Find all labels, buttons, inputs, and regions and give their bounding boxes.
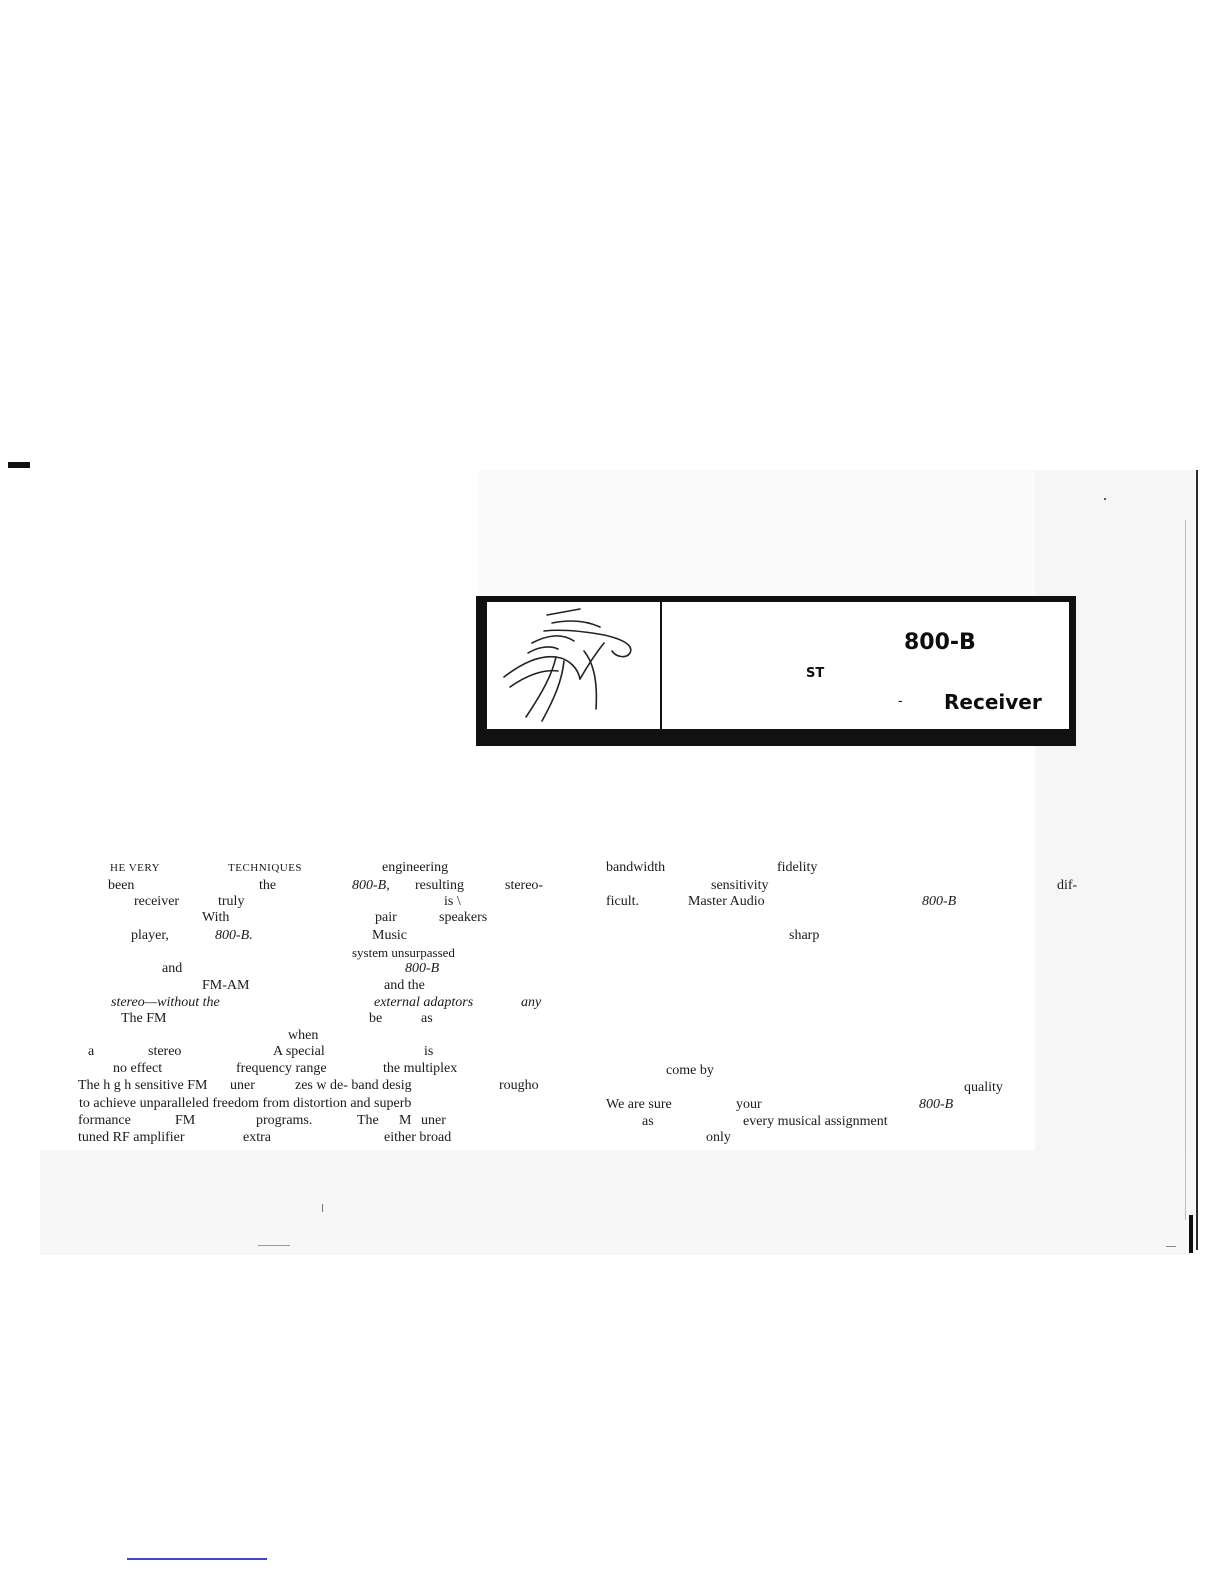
bird-logo-icon [503,608,632,722]
text-fragment: We are sure [606,1097,672,1112]
scan-shade-right [1035,470,1195,1250]
text-fragment: uner [421,1113,446,1128]
text-fragment: no effect [113,1061,163,1076]
scan-edge-line-faint [1185,520,1186,1220]
text-fragment: system unsurpassed [352,945,455,960]
text-fragment: dif- [1057,878,1078,893]
scan-speck [322,1204,323,1212]
text-fragment: your [736,1097,762,1112]
text-fragment: 800-B [405,961,440,976]
text-fragment: is [424,1044,434,1059]
text-fragment: TECHNIQUES [228,862,303,874]
text-fragment: the [259,878,277,893]
text-fragment: fidelity [777,860,818,875]
text-fragment: 800-B [919,1097,954,1112]
scan-speck [258,1245,290,1246]
banner-dash: - [898,694,903,709]
text-fragment: pair [375,910,397,925]
banner-receiver: Receiver [944,690,1042,714]
text-fragment: sharp [789,928,820,943]
scan-edge-line [1196,470,1198,1250]
text-fragment: Master Audio [688,894,765,909]
text-fragment: sensitivity [711,878,769,893]
text-fragment: speakers [439,910,488,925]
hyperlink-underline[interactable] [127,1558,267,1560]
text-fragment: The h g h sensitive FM [78,1078,208,1093]
scan-shade-bottom [40,1150,1190,1255]
text-fragment: to achieve unparalleled freedom from dis… [79,1096,412,1111]
text-fragment: 800-B. [215,928,253,943]
text-fragment: stereo- [505,878,544,893]
text-fragment: uner [230,1078,255,1093]
banner-model-number: 800-B [904,630,976,655]
text-fragment: either broad [384,1130,452,1145]
text-fragment: FM [175,1113,196,1128]
text-fragment: 800-B, [352,878,390,893]
text-fragment: the multiplex [383,1061,458,1076]
text-fragment: The FM [121,1011,167,1026]
text-fragment: FM-AM [202,978,250,993]
text-fragment: 800-B [922,894,957,909]
text-fragment: programs. [256,1113,313,1128]
text-fragment: M [399,1113,412,1128]
text-fragment: when [288,1028,319,1043]
text-fragment: a [88,1044,95,1059]
scan-speck [1166,1246,1176,1247]
text-fragment: rougho [499,1078,539,1093]
text-fragment: frequency range [236,1061,327,1076]
text-fragment: and the [384,978,425,993]
text-fragment: The [357,1113,379,1128]
text-fragment: been [108,878,135,893]
text-fragment: and [162,961,183,976]
scan-speck [1104,498,1106,500]
text-fragment: as [421,1011,433,1026]
text-fragment: truly [218,894,245,909]
text-fragment: quality [964,1080,1003,1095]
text-fragment: stereo [148,1044,182,1059]
scan-shade-top-right [478,470,1038,598]
text-fragment: formance [78,1113,131,1128]
text-fragment: receiver [134,894,180,909]
scan-edge-line-thick [1189,1215,1193,1253]
text-fragment: external adaptors [374,995,474,1010]
banner-panel [487,602,1069,729]
text-fragment: HE VERY [110,862,161,874]
text-fragment: bandwidth [606,860,666,875]
text-fragment: every musical assignment [743,1114,888,1129]
text-fragment: only [706,1130,731,1145]
text-fragment: any [521,995,542,1010]
text-fragment: A special [273,1044,325,1059]
margin-mark [8,462,30,468]
text-fragment: extra [243,1130,271,1145]
text-fragment: engineering [382,860,449,875]
text-fragment: zes w de- band desig [295,1078,412,1093]
text-fragment: as [642,1114,654,1129]
text-fragment: stereo—without the [111,995,220,1010]
text-fragment: be [369,1011,383,1026]
banner-divider [660,602,662,729]
banner-st-fragment: ST [806,666,825,681]
text-fragment: resulting [415,878,464,893]
text-fragment: With [202,910,230,925]
text-fragment: ficult. [606,894,640,909]
text-fragment: come by [666,1063,714,1078]
text-fragment: is \ [444,894,461,909]
text-fragment: tuned RF amplifier [78,1130,185,1145]
text-fragment: Music [372,928,407,943]
text-fragment: player, [131,928,169,943]
